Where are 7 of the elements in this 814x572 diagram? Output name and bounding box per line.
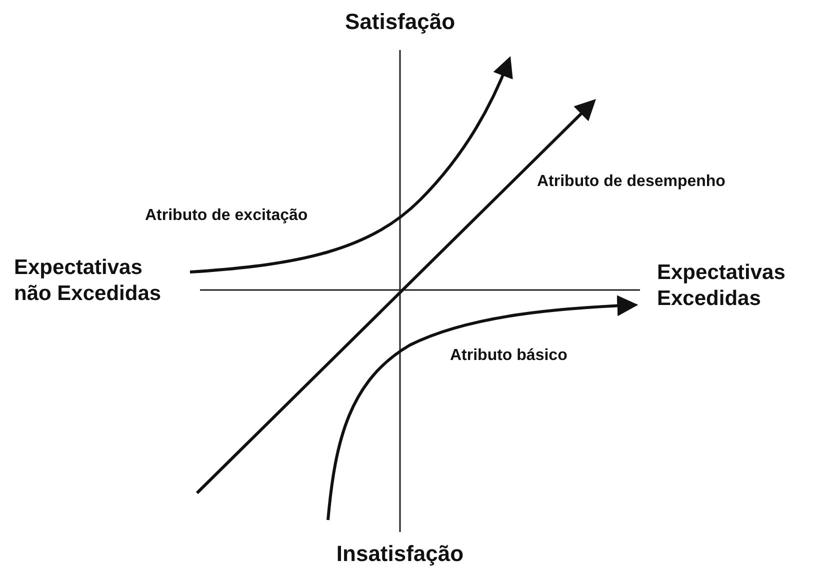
curve-label: Atributo de excitação	[145, 206, 309, 226]
axis-label: Expectativas não Excedidas	[14, 255, 162, 308]
axis-label: Insatisfação	[335, 540, 465, 568]
curve-label: Atributo básico	[450, 346, 568, 366]
curve-label: Atributo de desempenho	[537, 172, 726, 192]
axis-label: Expectativas Excedidas	[657, 260, 786, 312]
axis-label: Satisfação	[344, 8, 456, 36]
